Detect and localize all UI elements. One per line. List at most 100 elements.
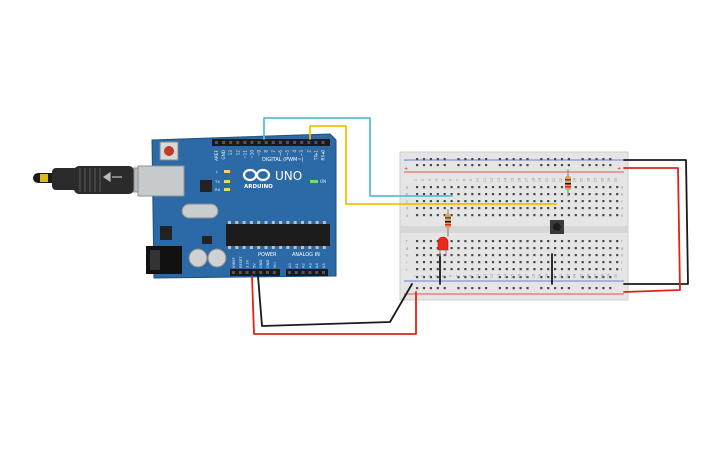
breadboard-row-letter: c <box>621 199 623 204</box>
breadboard-column-number: 9 <box>469 179 473 181</box>
breadboard-column-number: 25 <box>580 274 584 278</box>
resistor-top[interactable] <box>565 176 571 190</box>
breadboard-row-letter: h <box>621 253 624 258</box>
breadboard-row-letter: e <box>621 213 624 218</box>
breadboard-row-letter: d <box>621 206 624 211</box>
breadboard-column-number: 29 <box>607 274 611 278</box>
breadboard-column-number: 24 <box>573 274 577 278</box>
breadboard-column-number: 9 <box>469 275 473 277</box>
breadboard-column-number: 15 <box>511 178 515 182</box>
rail-plus-label-right: + <box>617 166 621 172</box>
breadboard-column-number: 25 <box>580 178 584 182</box>
rx-label: RX <box>215 187 221 192</box>
wire-yellow[interactable] <box>309 125 557 205</box>
tx-label: TX <box>214 179 220 184</box>
breadboard-row-letter: f <box>621 239 623 244</box>
analog-pin-label: A0 <box>288 263 292 268</box>
breadboard-row-letter: j <box>405 267 407 272</box>
breadboard-column-number: 4 <box>435 275 439 277</box>
breadboard-row-letter: e <box>406 213 409 218</box>
arduino-brand-text: ARDUINO <box>244 184 273 190</box>
digital-pin-label: RX◂0 <box>321 150 326 161</box>
breadboard-column-number: 21 <box>552 274 556 278</box>
digital-pin-label: 8 <box>264 150 269 153</box>
breadboard-column-number: 28 <box>600 178 604 182</box>
breadboard-column-number: 8 <box>462 179 466 181</box>
breadboard-column-number: 5 <box>442 179 446 181</box>
digital-pin-header[interactable] <box>212 139 330 146</box>
breadboard-column-number: 20 <box>545 274 549 278</box>
breadboard-column-number: 8 <box>462 275 466 277</box>
analog-pin-header[interactable] <box>286 269 328 276</box>
breadboard-column-number: 19 <box>538 178 542 182</box>
breadboard-column-number: 18 <box>531 178 535 182</box>
breadboard-column-number: 10 <box>476 178 480 182</box>
breadboard-row-letter: f <box>406 239 408 244</box>
breadboard-center-channel <box>400 226 628 233</box>
digital-pin-label: ~11 <box>242 150 247 159</box>
red-led[interactable] <box>437 236 449 256</box>
power-pin-label: IOREF <box>232 257 236 268</box>
digital-pin-label: ~6 <box>278 150 283 157</box>
analog-pin-label: A4 <box>315 263 319 268</box>
digital-header-label: DIGITAL (PWM~) <box>262 157 304 163</box>
power-pin-label: Vin <box>273 262 277 268</box>
breadboard-column-number: 30 <box>614 274 618 278</box>
breadboard-column-number: 3 <box>428 179 432 181</box>
wire-red-rail[interactable] <box>623 167 681 293</box>
breadboard-column-number: 1 <box>414 179 418 181</box>
wire-black-gnd[interactable] <box>257 275 413 327</box>
breadboard-column-number: 20 <box>545 178 549 182</box>
breadboard-column-number: 13 <box>497 178 501 182</box>
breadboard-row-letter: a <box>621 185 623 190</box>
breadboard-column-number: 2 <box>421 275 425 277</box>
resistor-led[interactable] <box>445 214 451 228</box>
digital-pin-label: 7 <box>271 150 276 153</box>
analog-pin-label: A3 <box>308 263 312 268</box>
breadboard-column-number: 13 <box>497 274 501 278</box>
breadboard[interactable]: + + − 1122334455667788991010111112121313… <box>399 151 629 301</box>
digital-pin-label: AREF <box>214 149 219 160</box>
breadboard-column-number: 14 <box>504 178 508 182</box>
reset-button-cap[interactable] <box>164 146 174 156</box>
breadboard-column-number: 12 <box>490 274 494 278</box>
breadboard-column-number: 21 <box>552 178 556 182</box>
breadboard-row-letter: d <box>406 206 409 211</box>
wires[interactable] <box>251 117 689 335</box>
breadboard-column-number: 4 <box>435 179 439 181</box>
led-rx <box>224 188 230 191</box>
uno-model-label: UNO <box>275 169 302 183</box>
breadboard-column-number: 11 <box>483 178 487 182</box>
capacitor <box>207 248 227 268</box>
breadboard-column-number: 29 <box>607 178 611 182</box>
analog-header-label: ANALOG IN <box>292 252 320 258</box>
analog-pin-label: A1 <box>295 263 299 268</box>
breadboard-column-number: 3 <box>428 275 432 277</box>
wire-black-rail[interactable] <box>623 159 689 285</box>
digital-pin-label: 12 <box>235 150 240 156</box>
power-pin-label: GND <box>266 260 270 268</box>
push-button[interactable] <box>550 220 564 234</box>
breadboard-column-number: 15 <box>511 274 515 278</box>
led-l <box>224 170 230 173</box>
breadboard-row-letter: c <box>406 199 408 204</box>
wire-cyan[interactable] <box>263 117 453 197</box>
wire-red-5v[interactable] <box>251 275 417 335</box>
arduino-infinity-logo <box>242 168 271 182</box>
breadboard-column-number: 18 <box>531 274 535 278</box>
digital-pin-label: TX▸1 <box>313 150 318 162</box>
breadboard-column-number: 26 <box>587 178 591 182</box>
capacitor <box>188 248 208 268</box>
breadboard-column-number: 16 <box>518 274 522 278</box>
digital-pin-label: ~5 <box>285 150 290 157</box>
breadboard-row-letter: h <box>406 253 409 258</box>
breadboard-row-letter: b <box>621 192 624 197</box>
led-tx <box>224 180 230 183</box>
rail-plus-label: + <box>404 166 408 172</box>
breadboard-column-number: 19 <box>538 274 542 278</box>
breadboard-column-number: 23 <box>566 274 570 278</box>
usb-jack <box>137 165 185 197</box>
breadboard-row-letter: g <box>406 246 409 251</box>
breadboard-column-number: 30 <box>614 178 618 182</box>
